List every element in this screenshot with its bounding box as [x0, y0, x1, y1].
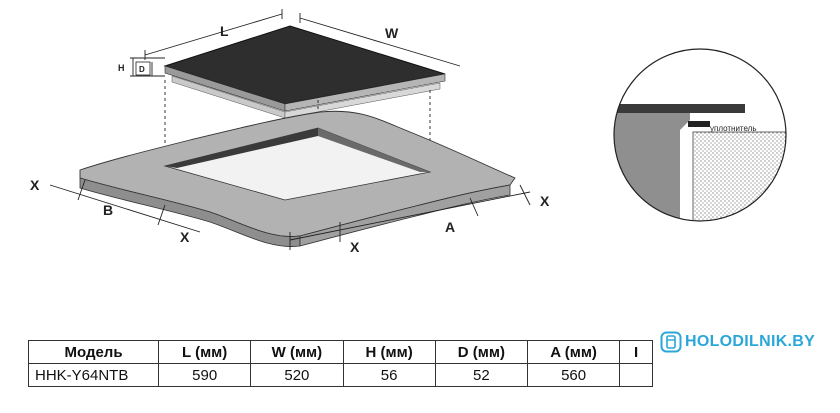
svg-text:W: W [385, 25, 399, 41]
cell-W: 520 [250, 363, 344, 387]
installation-diagram: L W H D [30, 9, 787, 255]
header-model: Модель [28, 340, 160, 364]
svg-text:X: X [180, 229, 190, 245]
dimension-H-D: H D [118, 57, 165, 77]
spec-table: Модель L (мм) W (мм) H (мм) D (мм) A (мм… [28, 340, 653, 387]
header-W: W (мм) [250, 340, 344, 364]
header-extra: I [619, 340, 653, 364]
cell-model: HHK-Y64NTB [28, 363, 160, 387]
header-A: A (мм) [526, 340, 621, 364]
svg-text:A: A [445, 219, 455, 235]
dimension-bottom: X B X X A X [30, 177, 550, 255]
hob-panel [163, 25, 446, 119]
header-L: L (мм) [158, 340, 252, 364]
svg-text:X: X [30, 177, 40, 193]
spec-table-wrapper: Модель L (мм) W (мм) H (мм) D (мм) A (мм… [28, 340, 653, 392]
svg-text:B: B [103, 202, 113, 218]
table-row: HHK-Y64NTB 590 520 56 52 560 [28, 363, 653, 387]
cell-extra [619, 363, 653, 387]
header-D: D (мм) [434, 340, 528, 364]
svg-text:X: X [540, 193, 550, 209]
dimension-W: W [299, 13, 461, 67]
seal-detail-callout: уплотнитель [613, 48, 787, 222]
svg-text:уплотнитель: уплотнитель [710, 124, 757, 133]
countertop [79, 110, 516, 247]
fridge-logo-icon [660, 331, 682, 353]
cell-A: 560 [526, 363, 621, 387]
cell-L: 590 [158, 363, 252, 387]
svg-text:D: D [139, 65, 145, 74]
brand-watermark: HOLODILNIK.BY [660, 330, 815, 354]
svg-text:X: X [350, 239, 360, 255]
header-H: H (мм) [342, 340, 436, 364]
table-header-row: Модель L (мм) W (мм) H (мм) D (мм) A (мм… [28, 340, 653, 364]
svg-text:L: L [220, 23, 229, 39]
brand-text: HOLODILNIK.BY [685, 333, 816, 350]
cell-H: 56 [342, 363, 436, 387]
svg-text:H: H [118, 63, 125, 73]
cell-D: 52 [434, 363, 528, 387]
